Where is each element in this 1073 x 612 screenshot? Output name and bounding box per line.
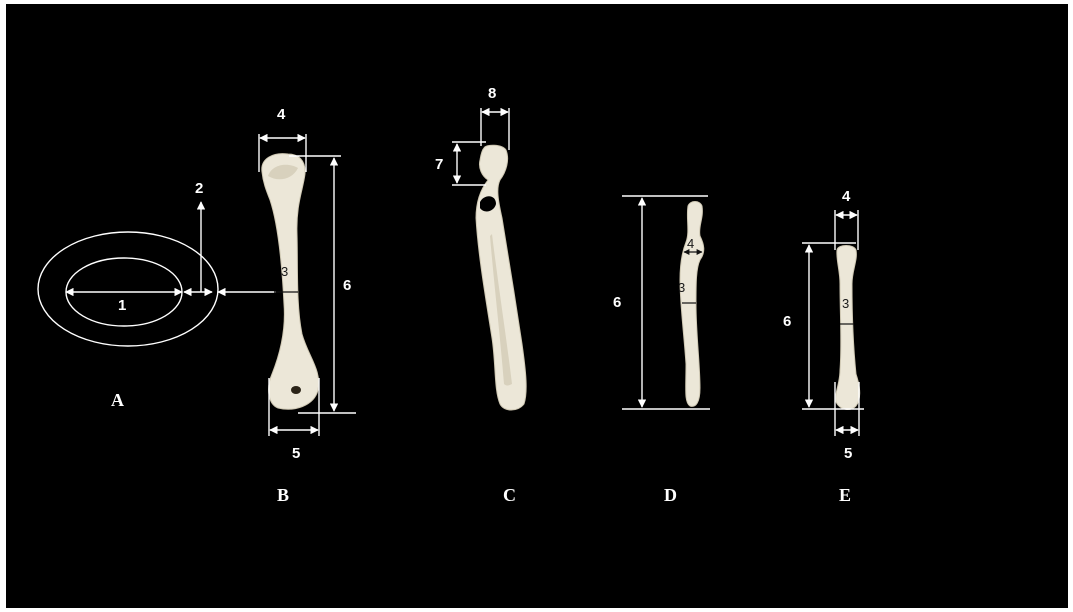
panel-c-curved-bone: 8 7 C <box>435 85 526 505</box>
bone-e-shape <box>836 246 860 410</box>
measure-label-b-6: 6 <box>343 277 351 294</box>
measure-label-b-5: 5 <box>292 445 300 462</box>
measure-label-c-7: 7 <box>435 156 443 173</box>
bone-b-shape <box>262 154 319 410</box>
panel-label-b: B <box>277 485 289 505</box>
measure-label-d-3: 3 <box>678 280 685 295</box>
measure-label-e-6: 6 <box>783 313 791 330</box>
panel-label-d: D <box>664 485 677 505</box>
bone-measurement-diagram: 1 2 A 4 6 3 5 B 8 <box>6 4 1068 608</box>
panel-label-a: A <box>111 390 124 410</box>
measure-label-e-4: 4 <box>842 188 851 205</box>
figure-canvas: 1 2 A 4 6 3 5 B 8 <box>6 4 1068 608</box>
bone-d-shape <box>680 202 704 407</box>
panel-e-straight-bone: 4 6 3 5 E <box>783 188 864 505</box>
bone-b-foramen <box>291 386 301 394</box>
measure-label-d-6: 6 <box>613 294 621 311</box>
outer-cortex-ellipse <box>38 232 218 346</box>
measure-label-d-4: 4 <box>687 236 694 251</box>
panel-d-slender-bone: 6 4 3 D <box>613 196 710 505</box>
measure-label-2: 2 <box>195 180 203 197</box>
measure-label-c-8: 8 <box>488 85 496 102</box>
panel-b-long-bone: 4 6 3 5 B <box>259 106 356 505</box>
measure-label-e-3: 3 <box>842 296 849 311</box>
measure-label-b-3: 3 <box>281 264 288 279</box>
measure-label-1: 1 <box>118 297 126 314</box>
panel-a-cross-section: 1 2 A <box>38 180 276 410</box>
panel-label-e: E <box>839 485 851 505</box>
measure-label-e-5: 5 <box>844 445 852 462</box>
panel-label-c: C <box>503 485 516 505</box>
measure-label-b-4: 4 <box>277 106 286 123</box>
